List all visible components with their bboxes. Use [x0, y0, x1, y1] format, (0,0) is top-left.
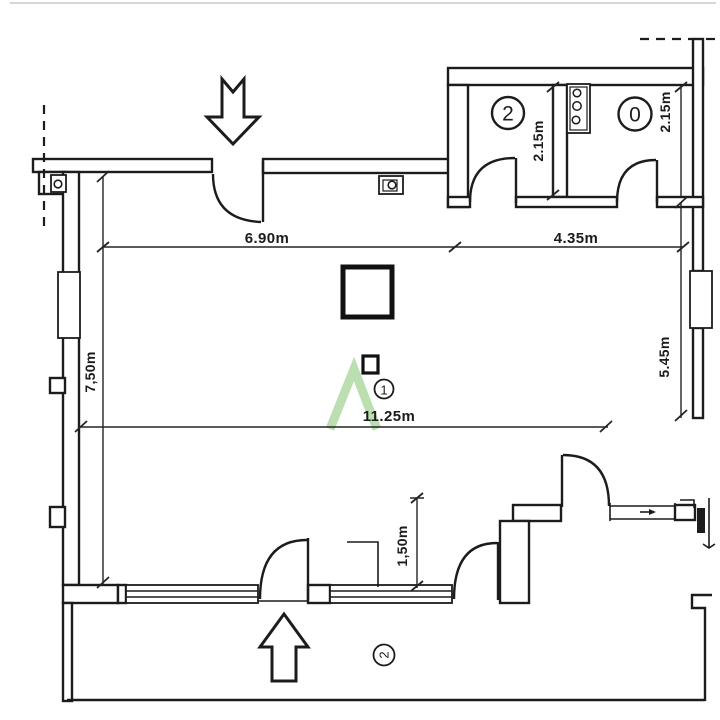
fixtures — [50, 83, 591, 587]
doors — [211, 156, 659, 600]
watermark-logo-icon — [325, 356, 382, 431]
room2-door-arc — [468, 156, 518, 203]
dimension-middle: 11.25m — [74, 408, 613, 433]
bottom-window-1 — [125, 584, 259, 604]
svg-text:2: 2 — [377, 651, 392, 658]
bottom-window-2 — [329, 584, 453, 604]
dimension-top-right-label: 4.35m — [554, 230, 599, 247]
dimension-small-room-right-label: 2.15m — [657, 91, 673, 132]
entrance-arrow-up-icon — [257, 611, 311, 683]
right-wall-window — [689, 270, 713, 329]
entry-door-arc — [211, 161, 265, 224]
room-badge-1: 1 — [373, 378, 395, 400]
dimension-middle-label: 11.25m — [363, 408, 415, 425]
dimension-top: 6.90m 4.35m — [96, 230, 690, 253]
balcony-badge: 2 — [372, 643, 396, 667]
left-wall-window — [57, 271, 81, 339]
southeast-door-arc — [560, 453, 611, 507]
dashed-boundary-lines — [42, 37, 717, 228]
balcony-door-center-arc — [452, 541, 500, 600]
solid-wall-bar — [697, 508, 705, 533]
windows — [57, 270, 716, 604]
dimension-small-room: 2.15m — [530, 81, 560, 201]
balcony-door-left-arc — [258, 538, 310, 600]
dimension-small-room-label: 2.15m — [530, 120, 546, 161]
dimension-top-left-label: 6.90m — [245, 230, 290, 247]
dimension-right: 5.45m — [656, 196, 688, 422]
wall-sensor-left-icon — [50, 174, 67, 193]
dimension-lines: 6.90m 4.35m 7,50m 11.25m 5.45m 1,50m — [74, 81, 690, 592]
stove-icon — [566, 83, 591, 134]
wall-sensor-center-icon — [378, 175, 404, 195]
dimension-right-label: 5.45m — [656, 336, 672, 377]
dimension-small-room-right: 2.15m — [657, 81, 688, 197]
room-badges: 2 0 1 2 — [372, 95, 653, 667]
svg-text:1: 1 — [380, 383, 387, 398]
svg-text:0: 0 — [629, 104, 641, 127]
room-badge-0: 0 — [617, 96, 653, 132]
room-badge-2: 2 — [490, 95, 526, 131]
counter-outline — [347, 541, 379, 587]
room0-door-arc — [615, 158, 659, 203]
dimension-bottom-offset: 1,50m — [394, 492, 424, 592]
svg-text:2: 2 — [502, 103, 514, 126]
column-square — [340, 264, 395, 320]
southeast-window — [609, 498, 716, 549]
small-duct-rect — [361, 354, 380, 375]
dimension-left-label: 7,50m — [82, 351, 98, 392]
dimension-bottom-offset-label: 1,50m — [394, 525, 410, 566]
entrance-arrow-down-icon — [203, 74, 263, 147]
dimension-left: 7,50m — [82, 170, 110, 589]
